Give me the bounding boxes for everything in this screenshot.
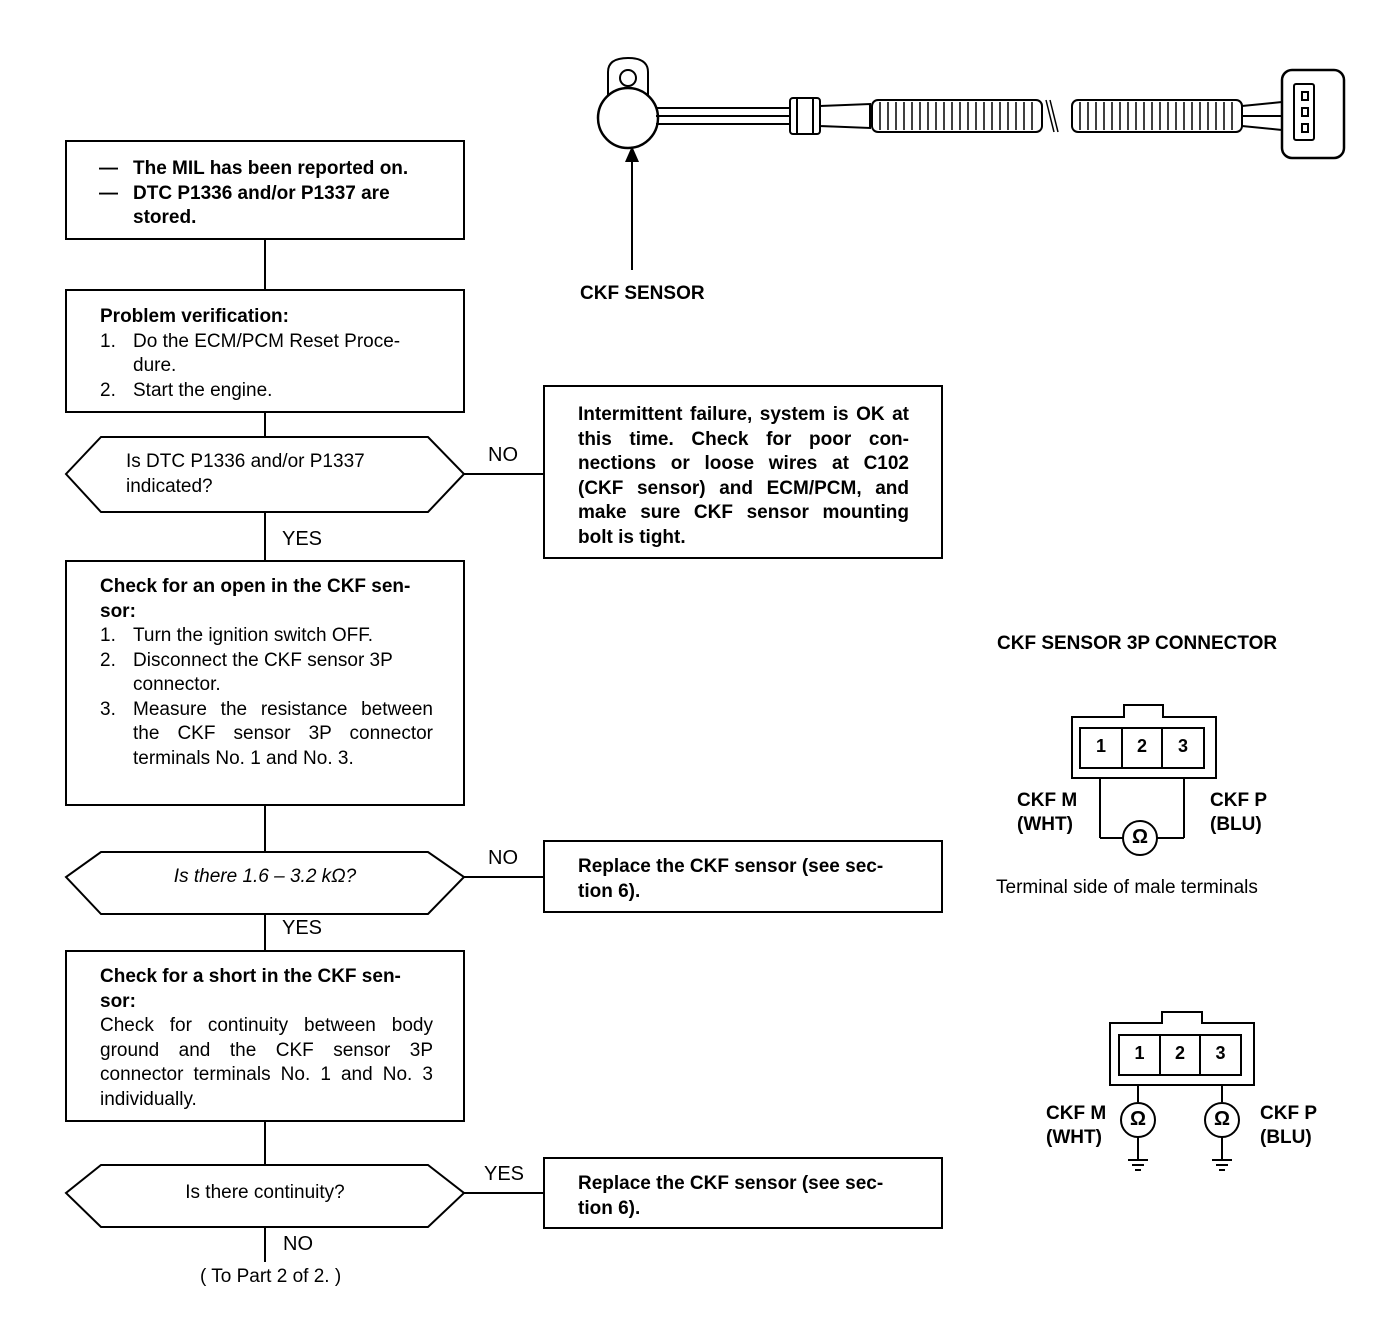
connector2-pin-2: 2 (1174, 1043, 1185, 1063)
connector1-pin-2: 2 (1136, 736, 1147, 756)
decision2-question: Is there 1.6 – 3.2 kΩ? (173, 866, 357, 887)
ckf-sensor-illustration (596, 56, 1346, 270)
verify-heading: Problem verification: (100, 306, 289, 327)
connector1-ohm-symbol: Ω (1131, 826, 1149, 848)
connector1-left-wire: CKF M (WHT) (1017, 790, 1078, 835)
verify-step-1: Do the ECM/PCM Reset Proce-dure. (133, 330, 401, 377)
short-check-body: Check for continuity between body ground… (100, 1015, 433, 1110)
verify-step-2: Start the engine. (133, 379, 273, 401)
decision3-no-label: NO (283, 1233, 313, 1255)
connector2-ohm-left: Ω (1129, 1108, 1147, 1130)
connector1-diagram (1071, 704, 1217, 856)
ohmmeter-icon (1122, 820, 1158, 856)
open-step-3: Measure the resistance between the CKF s… (133, 698, 433, 769)
decision2-shape (64, 851, 466, 915)
start-line-2: DTC P1336 and/or P1337 are (133, 182, 390, 204)
decision2-no-label: NO (488, 847, 518, 869)
start-line-3: stored. (133, 207, 197, 228)
connector2-pin-1: 1 (1134, 1043, 1145, 1063)
tube-corrugation (879, 102, 1233, 130)
short-check-box: Check for a short in the CKF sen-sor: Ch… (65, 950, 465, 1122)
open-step-2: Disconnect the CKF sensor 3P connector. (133, 649, 393, 696)
verify-box: Problem verification: 1.Do the ECM/PCM R… (65, 289, 465, 413)
open-check-heading: Check for an open in the CKF sen-sor: (100, 576, 411, 622)
connector1-right-wire: CKF P (BLU) (1210, 790, 1267, 835)
connector2-diagram (1109, 1011, 1255, 1171)
connector1-pin-1: 1 (1095, 736, 1106, 756)
connector1-title: CKF SENSOR 3P CONNECTOR (997, 633, 1278, 654)
decision3-question: Is there continuity? (185, 1182, 345, 1203)
decision1-no-label: NO (488, 444, 518, 466)
start-line-1: The MIL has been reported on. (133, 158, 409, 179)
replace-box-1: Replace the CKF sensor (see sec-tion 6). (543, 840, 943, 913)
open-check-box: Check for an open in the CKF sen-sor: 1.… (65, 560, 465, 806)
decision1-question: Is DTC P1336 and/or P1337 indicated? (126, 451, 365, 497)
decision3-shape (64, 1164, 466, 1228)
arrow-head-icon (625, 146, 639, 162)
decision1-shape (64, 436, 466, 513)
connector1-pin-3: 3 (1177, 736, 1188, 756)
decision2-yes-label: YES (282, 917, 323, 939)
replace-box-2: Replace the CKF sensor (see sec-tion 6). (543, 1157, 943, 1229)
connector1-caption: Terminal side of male terminals (996, 877, 1258, 898)
continue-note: ( To Part 2 of 2. ) (200, 1266, 342, 1287)
decision1-yes-label: YES (282, 528, 323, 550)
decision3-yes-label: YES (484, 1163, 525, 1185)
intermittent-box: Intermittent failure, system is OK at th… (543, 385, 943, 559)
start-box: —The MIL has been reported on. —DTC P133… (65, 140, 465, 240)
connector2-pin-3: 3 (1215, 1043, 1226, 1063)
connector2-left-wire: CKF M (WHT) (1046, 1103, 1107, 1148)
connector2-ohm-right: Ω (1213, 1108, 1231, 1130)
ckf-sensor-label: CKF SENSOR (580, 283, 705, 304)
open-step-1: Turn the ignition switch OFF. (133, 625, 374, 646)
connector2-right-wire: CKF P (BLU) (1260, 1103, 1317, 1148)
short-check-heading: Check for a short in the CKF sen-sor: (100, 966, 401, 1012)
